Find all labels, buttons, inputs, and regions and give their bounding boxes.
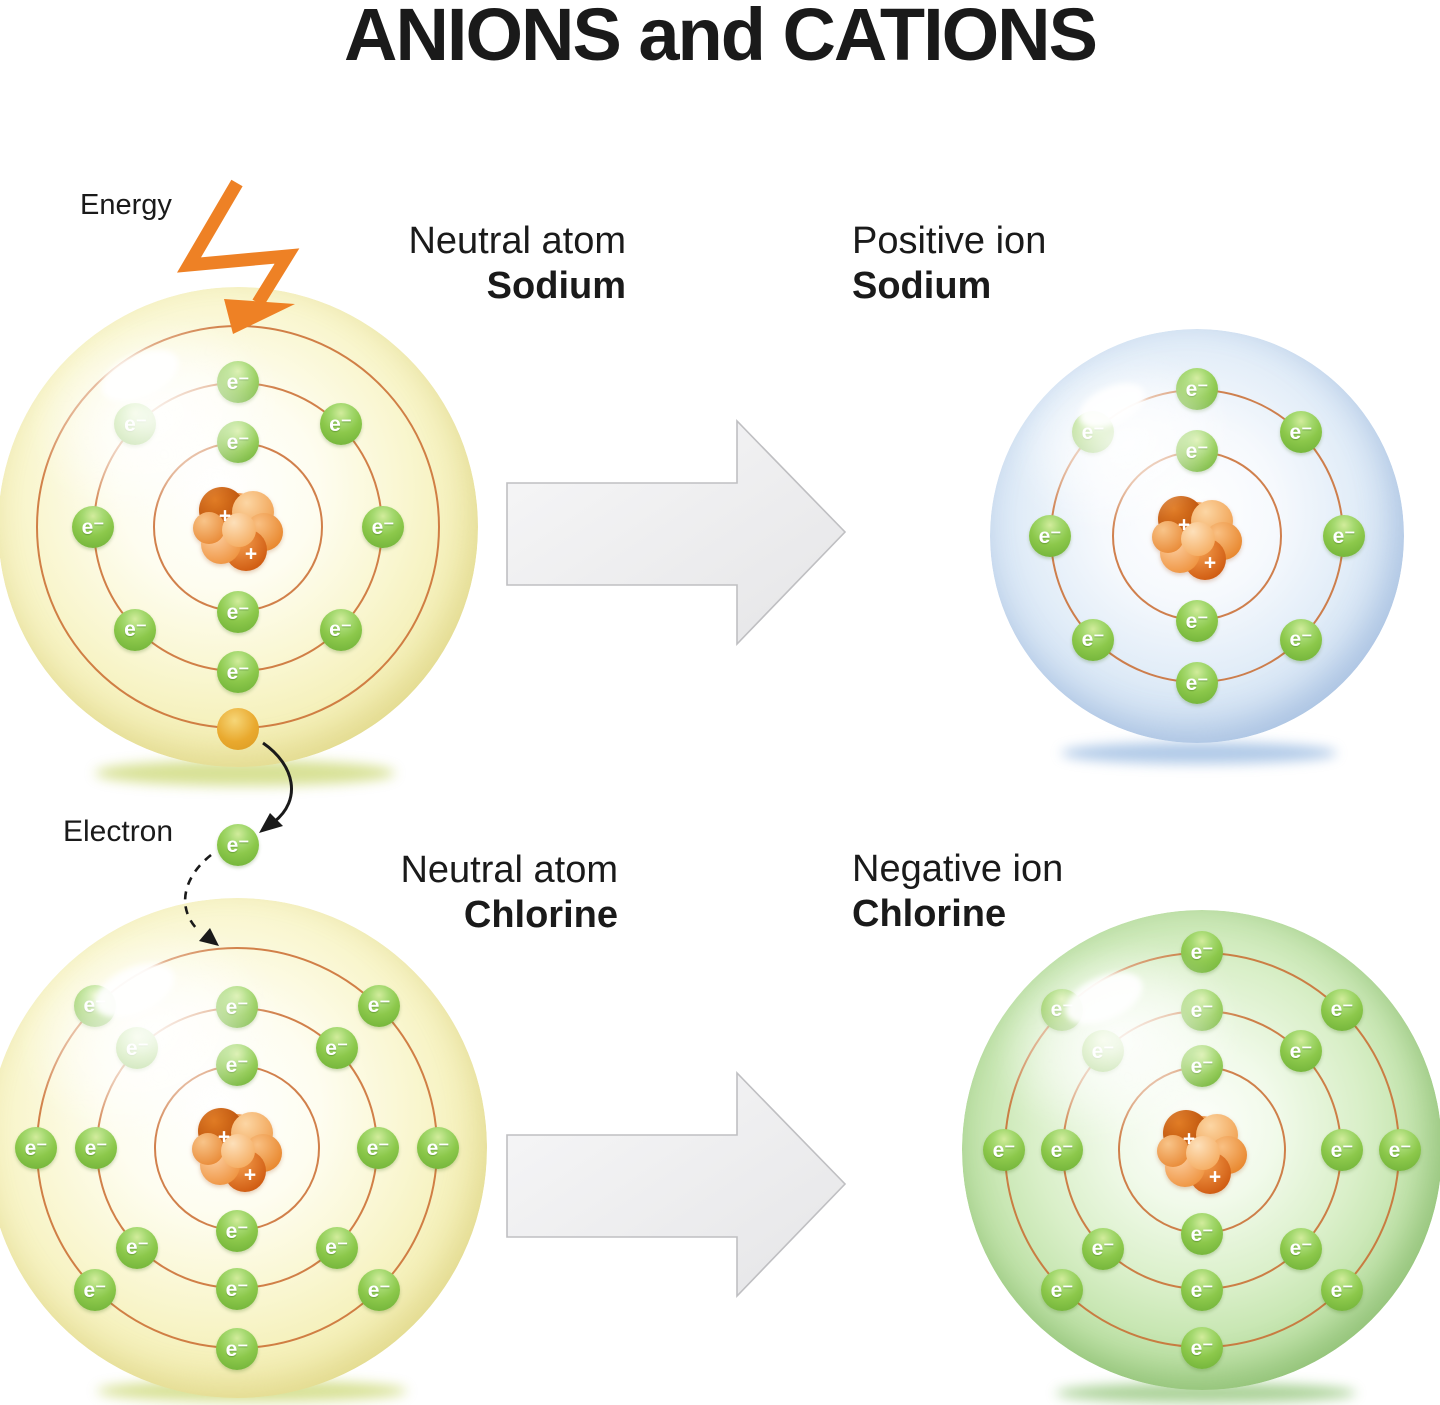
electron-icon: e⁻ <box>216 1268 258 1310</box>
electron-icon: e⁻ <box>319 403 362 446</box>
electron-icon: e⁻ <box>1181 1213 1223 1255</box>
electron-icon: e⁻ <box>315 1226 358 1269</box>
electron-icon: e⁻ <box>417 1127 459 1169</box>
caption-element: Chlorine <box>852 893 1007 935</box>
caption-element: Sodium <box>852 265 992 307</box>
electron-icon: e⁻ <box>1181 989 1223 1031</box>
right-arrow-icon <box>506 419 847 646</box>
electron-icon: e⁻ <box>1181 1327 1223 1369</box>
electron-icon: e⁻ <box>1321 988 1363 1031</box>
electron-icon: e⁻ <box>217 591 259 633</box>
electron-icon: e⁻ <box>358 1269 401 1312</box>
electron-icon: e⁻ <box>75 1127 117 1169</box>
chlorine-ion-caption: Negative ion Chlorine <box>852 847 1063 937</box>
proton-charge-label: + <box>244 542 258 566</box>
electron-icon: e⁻ <box>1082 1030 1124 1072</box>
electron-icon: e⁻ <box>217 361 259 403</box>
electron-icon: e⁻ <box>1323 515 1365 557</box>
chlorine-neutral-sphere: ++e⁻e⁻e⁻e⁻e⁻e⁻e⁻e⁻e⁻e⁻e⁻e⁻e⁻e⁻e⁻e⁻e⁻ <box>0 898 487 1398</box>
electron-icon: e⁻ <box>217 651 259 693</box>
chlorine-neutral-caption: Neutral atom Chlorine <box>400 848 618 938</box>
proton-charge-label: + <box>243 1163 257 1187</box>
electron-icon: e⁻ <box>216 1044 258 1086</box>
caption-line: Positive ion <box>852 220 1047 262</box>
electron-icon: e⁻ <box>216 986 258 1028</box>
electron-icon: e⁻ <box>1181 1269 1223 1311</box>
sodium-ion-sphere: ++e⁻e⁻e⁻e⁻e⁻e⁻e⁻e⁻e⁻e⁻ <box>990 329 1404 743</box>
electron-label: Electron <box>63 815 174 848</box>
proton-charge-label: + <box>217 1125 231 1149</box>
electron-icon: e⁻ <box>319 608 362 651</box>
nucleus-icon: ++ <box>189 1100 285 1196</box>
right-arrow-icon <box>506 1071 847 1298</box>
electron-icon: e⁻ <box>1279 411 1322 454</box>
sodium-neutral-caption: Neutral atom Sodium <box>408 219 626 309</box>
transferred-electron-icon: e⁻ <box>217 824 259 866</box>
electron-icon: e⁻ <box>1279 1227 1322 1270</box>
proton-charge-label: + <box>1177 513 1191 537</box>
electron-icon: e⁻ <box>1082 1227 1124 1270</box>
caption-line: Negative ion <box>852 848 1064 890</box>
proton-charge-label: + <box>1182 1127 1196 1151</box>
proton-charge-label: + <box>218 504 232 528</box>
electron-icon: e⁻ <box>983 1129 1025 1171</box>
electron-icon: e⁻ <box>216 1328 258 1370</box>
electron-icon: e⁻ <box>1181 1045 1223 1087</box>
page-title: ANIONS and CATIONS <box>344 0 1098 76</box>
electron-icon: e⁻ <box>1176 430 1218 472</box>
sodium-neutral-sphere: ++e⁻e⁻e⁻e⁻e⁻e⁻e⁻e⁻e⁻e⁻ <box>0 287 478 767</box>
caption-line: Neutral atom <box>408 220 626 262</box>
electron-icon: e⁻ <box>1181 931 1223 973</box>
electron-icon: e⁻ <box>216 1210 258 1252</box>
sphere-shadow <box>1061 742 1337 764</box>
electron-icon: e⁻ <box>1041 1129 1083 1171</box>
electron-icon: e⁻ <box>1072 618 1115 661</box>
chlorine-ion-sphere: ++e⁻e⁻e⁻e⁻e⁻e⁻e⁻e⁻e⁻e⁻e⁻e⁻e⁻e⁻e⁻e⁻e⁻e⁻ <box>962 910 1440 1390</box>
electron-icon: e⁻ <box>1029 515 1071 557</box>
electron-icon: e⁻ <box>1321 1269 1363 1311</box>
electron-icon: e⁻ <box>114 608 157 651</box>
electron-icon: e⁻ <box>1040 1269 1083 1311</box>
energy-label: Energy <box>80 189 172 221</box>
caption-element: Chlorine <box>463 894 618 936</box>
proton-charge-label: + <box>1208 1165 1222 1189</box>
electron-icon: e⁻ <box>1176 600 1218 642</box>
departing-electron-icon <box>217 708 259 750</box>
electron-icon: e⁻ <box>1176 662 1218 704</box>
proton-charge-label: + <box>1203 551 1217 575</box>
electron-icon: e⁻ <box>315 1027 358 1070</box>
electron-icon: e⁻ <box>73 1269 116 1312</box>
electron-icon: e⁻ <box>1379 1129 1421 1171</box>
sodium-ion-caption: Positive ion Sodium <box>852 219 1046 309</box>
nucleus-icon: ++ <box>1149 488 1245 584</box>
electron-icon: e⁻ <box>358 984 401 1027</box>
electron-icon: e⁻ <box>217 421 259 463</box>
caption-element: Sodium <box>486 265 626 307</box>
electron-icon: e⁻ <box>357 1127 399 1169</box>
electron-icon: e⁻ <box>1279 618 1322 661</box>
electron-icon: e⁻ <box>362 506 404 548</box>
electron-icon: e⁻ <box>1321 1129 1363 1171</box>
electron-icon: e⁻ <box>15 1127 57 1169</box>
electron-icon: e⁻ <box>116 1226 159 1269</box>
caption-line: Neutral atom <box>400 849 618 891</box>
nucleus-icon: ++ <box>1154 1102 1250 1198</box>
electron-icon: e⁻ <box>1176 368 1218 410</box>
electron-icon: e⁻ <box>72 506 114 548</box>
nucleus-icon: ++ <box>190 479 286 575</box>
electron-icon: e⁻ <box>1279 1030 1322 1072</box>
